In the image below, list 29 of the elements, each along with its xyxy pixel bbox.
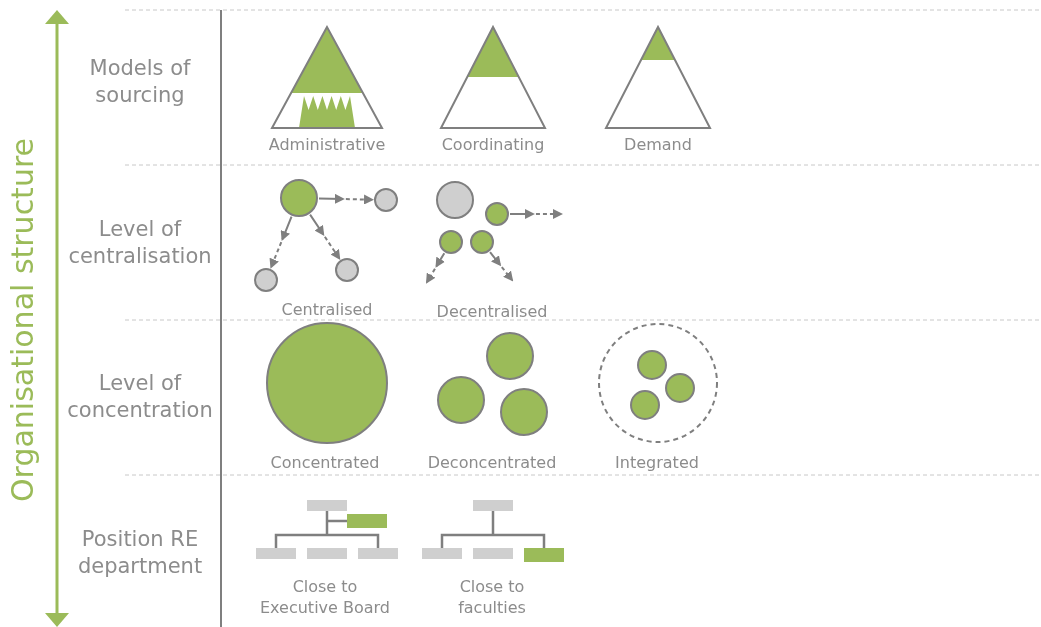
arrow [489, 251, 513, 282]
caption: Decentralised [435, 301, 549, 323]
caption: Coordinating [440, 134, 546, 156]
circle [335, 258, 359, 282]
circle [436, 181, 474, 219]
circle [439, 230, 463, 254]
arrow [309, 213, 341, 260]
caption: Deconcentrated [426, 452, 558, 474]
circle [470, 230, 494, 254]
row-heading: Level of centralisation [67, 215, 213, 270]
caption: Administrative [267, 134, 387, 156]
row-heading: Level of concentration [66, 369, 214, 424]
row-heading: Position RE department [76, 525, 204, 580]
caption: Demand [623, 134, 693, 156]
circle [280, 179, 318, 217]
caption: Concentrated [269, 452, 381, 474]
arrow [269, 215, 293, 268]
circle [254, 268, 278, 292]
arrow [318, 194, 373, 204]
caption: Integrated [614, 452, 700, 474]
arrow [426, 252, 446, 284]
circle [374, 188, 398, 212]
axis-label: Organisational structure [3, 137, 41, 503]
circle [485, 202, 509, 226]
arrow [509, 209, 563, 219]
caption: Close to faculties [457, 577, 527, 619]
row-heading: Models of sourcing [88, 54, 192, 109]
caption: Centralised [280, 299, 374, 321]
caption: Close to Executive Board [259, 577, 391, 619]
